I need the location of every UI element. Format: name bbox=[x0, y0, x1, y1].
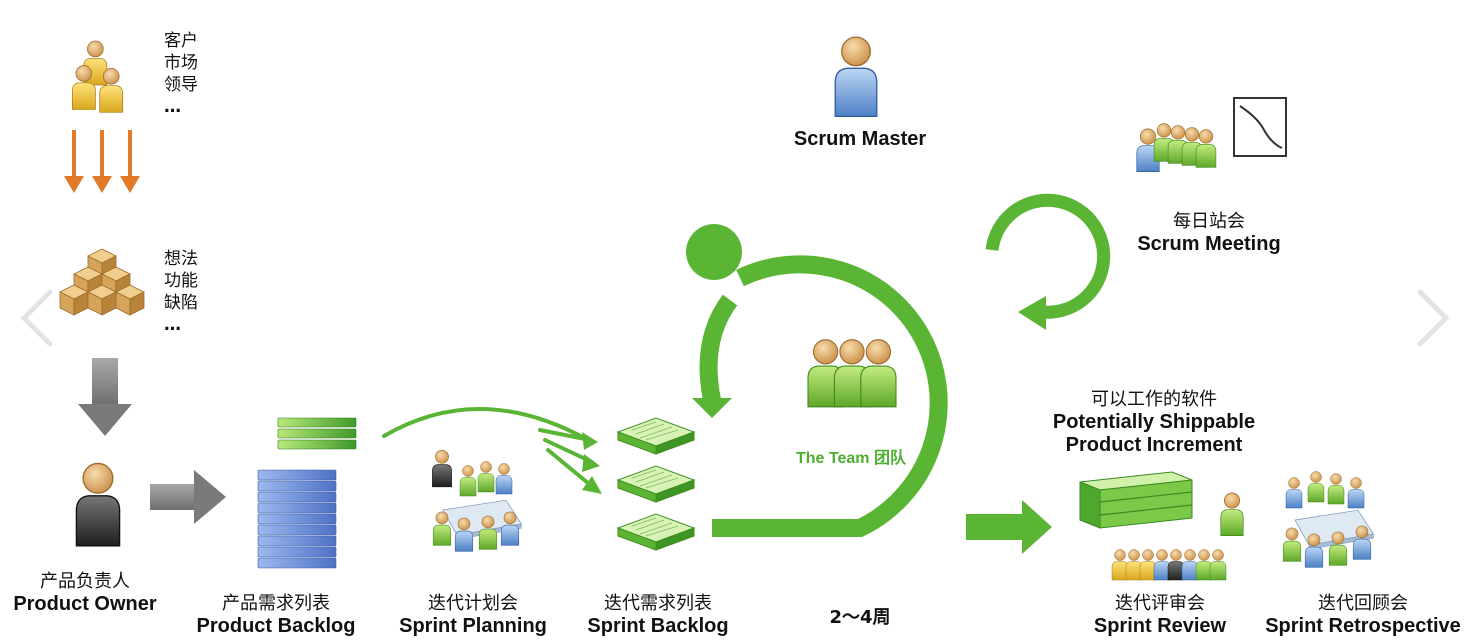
sprint-retrospective-cn: 迭代回顾会 bbox=[1318, 593, 1408, 614]
product-owner-cn: 产品负责人 bbox=[40, 571, 130, 592]
planning-meeting-icon bbox=[432, 449, 522, 552]
scrum-master-en: Scrum Master bbox=[793, 128, 927, 150]
backlog-stack-icon bbox=[257, 417, 357, 569]
selection-arrowheads bbox=[582, 432, 602, 494]
retrospective-meeting-icon bbox=[1282, 471, 1374, 568]
team-label: The Team 团队 bbox=[796, 450, 906, 467]
stakeholder-list: 客户 市场 领导 … bbox=[164, 30, 198, 118]
selection-arrows bbox=[382, 406, 596, 490]
idea-item: … bbox=[164, 315, 181, 335]
sprint-backlog-stack-icon bbox=[617, 417, 695, 551]
sprint-planning-cn: 迭代计划会 bbox=[428, 593, 518, 614]
sprint-retrospective-label: 迭代回顾会 Sprint Retrospective bbox=[1256, 593, 1470, 638]
daily-loop-arrowhead bbox=[1018, 296, 1046, 330]
nav-right-icon[interactable] bbox=[1417, 289, 1450, 347]
increment-cn: 可以工作的软件 bbox=[1091, 389, 1217, 410]
stakeholder-item: 客户 bbox=[164, 31, 198, 51]
sprint-backlog-cn: 迭代需求列表 bbox=[604, 593, 712, 614]
sprint-retrospective-en: Sprint Retrospective bbox=[1265, 614, 1461, 637]
idea-list: 想法 功能 缺陷 … bbox=[164, 248, 198, 336]
stakeholder-group-icon bbox=[71, 40, 124, 113]
idea-item: 功能 bbox=[164, 271, 198, 291]
scrum-meeting-label: 每日站会 Scrum Meeting bbox=[1124, 211, 1294, 256]
team-icon bbox=[807, 339, 897, 408]
product-backlog-en: Product Backlog bbox=[196, 614, 356, 637]
sprint-loop-arrow bbox=[699, 255, 948, 537]
idea-boxes-icon bbox=[59, 248, 145, 316]
scrum-master-icon bbox=[834, 36, 878, 118]
sprint-backlog-en: Sprint Backlog bbox=[587, 614, 729, 637]
grey-down-arrow bbox=[78, 358, 132, 436]
burndown-chart-icon bbox=[1233, 97, 1287, 157]
stakeholder-item: 领导 bbox=[164, 75, 198, 95]
grey-right-arrow bbox=[150, 470, 226, 524]
green-right-arrow bbox=[966, 500, 1052, 554]
scrum-meeting-en: Scrum Meeting bbox=[1137, 232, 1281, 255]
daily-loop-arrow bbox=[985, 193, 1111, 319]
scrum-master-label: Scrum Master bbox=[780, 128, 940, 151]
sprint-planning-label: 迭代计划会 Sprint Planning bbox=[388, 593, 558, 638]
standup-team-icon bbox=[1136, 123, 1217, 172]
sprint-planning-en: Sprint Planning bbox=[399, 614, 547, 637]
increment-en-1: Potentially Shippable bbox=[1052, 410, 1256, 433]
nav-left-icon[interactable] bbox=[20, 289, 53, 347]
product-owner-icon bbox=[75, 462, 121, 547]
sprint-review-en: Sprint Review bbox=[1093, 614, 1227, 637]
product-backlog-cn: 产品需求列表 bbox=[222, 593, 330, 614]
increment-en-2: Product Increment bbox=[1065, 433, 1243, 456]
sprint-review-label: 迭代评审会 Sprint Review bbox=[1080, 593, 1240, 638]
stakeholder-item: 市场 bbox=[164, 53, 198, 73]
sprint-review-cn: 迭代评审会 bbox=[1115, 593, 1205, 614]
product-owner-label: 产品负责人 Product Owner bbox=[0, 571, 170, 616]
duration-label: 2～4周 bbox=[800, 607, 920, 629]
sprint-loop-arrowhead bbox=[692, 398, 732, 418]
duration-text: 2～4周 bbox=[829, 607, 891, 628]
sprint-loop-dot bbox=[686, 224, 742, 280]
increment-stack-icon bbox=[1079, 471, 1193, 529]
sprint-backlog-label: 迭代需求列表 Sprint Backlog bbox=[578, 593, 738, 638]
stakeholder-item: … bbox=[164, 97, 181, 117]
idea-item: 缺陷 bbox=[164, 293, 198, 313]
increment-label: 可以工作的软件 Potentially Shippable Product In… bbox=[1044, 389, 1264, 457]
product-owner-en: Product Owner bbox=[13, 592, 157, 615]
orange-down-arrows bbox=[64, 130, 140, 193]
scrum-meeting-cn: 每日站会 bbox=[1173, 211, 1245, 232]
product-backlog-label: 产品需求列表 Product Backlog bbox=[186, 593, 366, 638]
idea-item: 想法 bbox=[164, 249, 198, 269]
